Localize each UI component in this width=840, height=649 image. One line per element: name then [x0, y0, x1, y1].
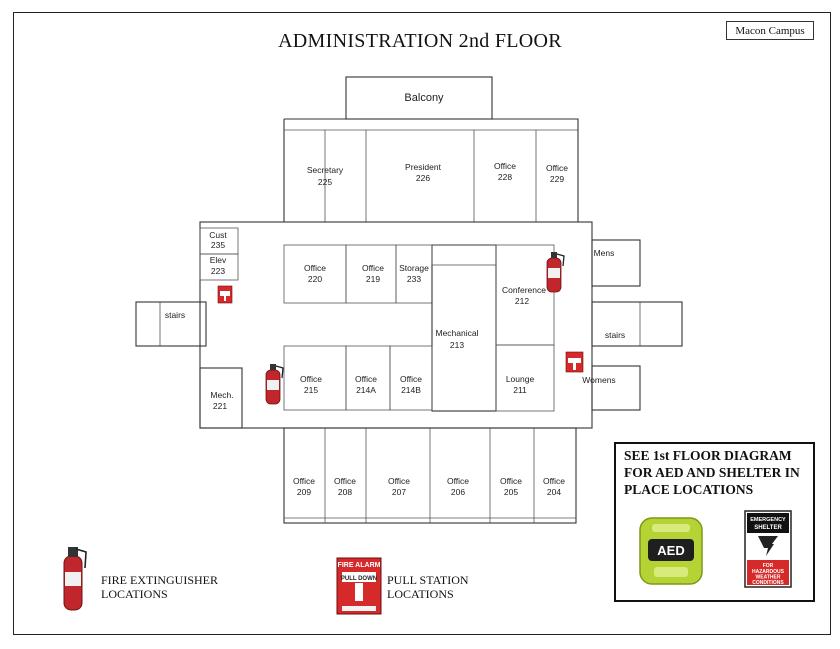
- shelter-line5: WEATHER: [756, 575, 781, 581]
- room-storage: Storage: [399, 263, 429, 273]
- legend-extinguisher-line1: FIRE EXTINGUISHER: [101, 573, 218, 587]
- room-president-number: 226: [416, 173, 430, 183]
- room-office-219-number: 219: [366, 274, 380, 284]
- shelter-line6: CONDITIONS: [752, 580, 784, 586]
- aed-label: AED: [657, 543, 684, 558]
- room-stairs-right: stairs: [605, 330, 625, 340]
- fire-extinguisher-icon: [546, 252, 565, 293]
- room-office-209-number: 209: [297, 487, 311, 497]
- room-office-219: Office: [362, 263, 384, 273]
- room-mens: Mens: [594, 248, 615, 258]
- building-outline: [135, 76, 683, 524]
- room-cust: Cust: [209, 230, 227, 240]
- room-labels: Balcony Secretary 225 President 226 Offi…: [165, 92, 625, 497]
- room-mech-221-number: 221: [213, 401, 227, 411]
- room-secretary: Secretary: [307, 165, 344, 175]
- room-office-207-number: 207: [392, 487, 406, 497]
- tornado-icon: [758, 536, 778, 556]
- room-conference: Conference: [502, 285, 546, 295]
- shelter-line2: SHELTER: [754, 525, 782, 531]
- room-lounge-number: 211: [513, 385, 527, 395]
- room-office-214a: Office: [355, 374, 377, 384]
- notice-text: SEE 1st FLOOR DIAGRAM FOR AED AND SHELTE…: [624, 448, 800, 497]
- campus-label: Macon Campus: [726, 21, 814, 40]
- legend-fire-extinguisher-icon: [63, 547, 87, 611]
- pull-sign-top: FIRE ALARM: [338, 562, 381, 569]
- room-womens: Womens: [582, 375, 615, 385]
- room-office-220-number: 220: [308, 274, 322, 284]
- room-mechanical: Mechanical: [436, 328, 479, 338]
- room-office-205: Office: [500, 476, 522, 486]
- legend-pull-station-icon: FIRE ALARM PULL DOWN: [336, 557, 382, 615]
- room-office-208-number: 208: [338, 487, 352, 497]
- aed-device-icon: AED: [639, 517, 703, 585]
- map-frame: [13, 12, 831, 635]
- room-office-214b-number: 214B: [401, 385, 421, 395]
- room-office-228: Office: [494, 161, 516, 171]
- map-title: ADMINISTRATION 2nd FLOOR: [278, 30, 562, 52]
- room-office-205-number: 205: [504, 487, 518, 497]
- room-office-214b: Office: [400, 374, 422, 384]
- room-office-220: Office: [304, 263, 326, 273]
- room-storage-number: 233: [407, 274, 421, 284]
- room-office-215-number: 215: [304, 385, 318, 395]
- room-office-206-number: 206: [451, 487, 465, 497]
- legend-pull-line1: PULL STATION: [387, 573, 469, 587]
- legend-pull-line2: LOCATIONS: [387, 587, 454, 601]
- room-office-208: Office: [334, 476, 356, 486]
- emergency-shelter-sign: EMERGENCY SHELTER FOR HAZARDOUS WEATHER …: [744, 510, 792, 588]
- room-conference-number: 212: [515, 296, 529, 306]
- room-office-229-number: 229: [550, 174, 564, 184]
- room-president: President: [405, 162, 442, 172]
- room-secretary-number: 225: [318, 177, 332, 187]
- legend-pull-label: PULL STATION LOCATIONS: [387, 573, 469, 601]
- pull-station-icon: [565, 351, 584, 373]
- legend-extinguisher-line2: LOCATIONS: [101, 587, 168, 601]
- room-office-209: Office: [293, 476, 315, 486]
- shelter-line1: EMERGENCY: [750, 517, 786, 523]
- room-mech-221: Mech.: [210, 390, 233, 400]
- room-office-215: Office: [300, 374, 322, 384]
- room-balcony: Balcony: [404, 92, 444, 104]
- room-office-204: Office: [543, 476, 565, 486]
- room-office-228-number: 228: [498, 172, 512, 182]
- room-elev-number: 223: [211, 266, 225, 276]
- room-office-207: Office: [388, 476, 410, 486]
- room-office-229: Office: [546, 163, 568, 173]
- legend-extinguisher-label: FIRE EXTINGUISHER LOCATIONS: [101, 573, 218, 601]
- shelter-line3: FOR: [763, 563, 774, 569]
- pull-station-icon: [217, 285, 233, 304]
- room-stairs-left: stairs: [165, 310, 185, 320]
- room-lounge: Lounge: [506, 374, 535, 384]
- room-mechanical-number: 213: [450, 340, 464, 350]
- aed-shelter-notice: SEE 1st FLOOR DIAGRAM FOR AED AND SHELTE…: [614, 442, 815, 602]
- room-elev: Elev: [210, 255, 227, 265]
- shelter-line4: HAZARDOUS: [752, 569, 785, 575]
- room-office-214a-number: 214A: [356, 385, 376, 395]
- pull-sign-mid: PULL DOWN: [341, 576, 377, 582]
- fire-extinguisher-icon: [265, 364, 284, 405]
- room-office-206: Office: [447, 476, 469, 486]
- room-office-204-number: 204: [547, 487, 561, 497]
- room-cust-number: 235: [211, 240, 225, 250]
